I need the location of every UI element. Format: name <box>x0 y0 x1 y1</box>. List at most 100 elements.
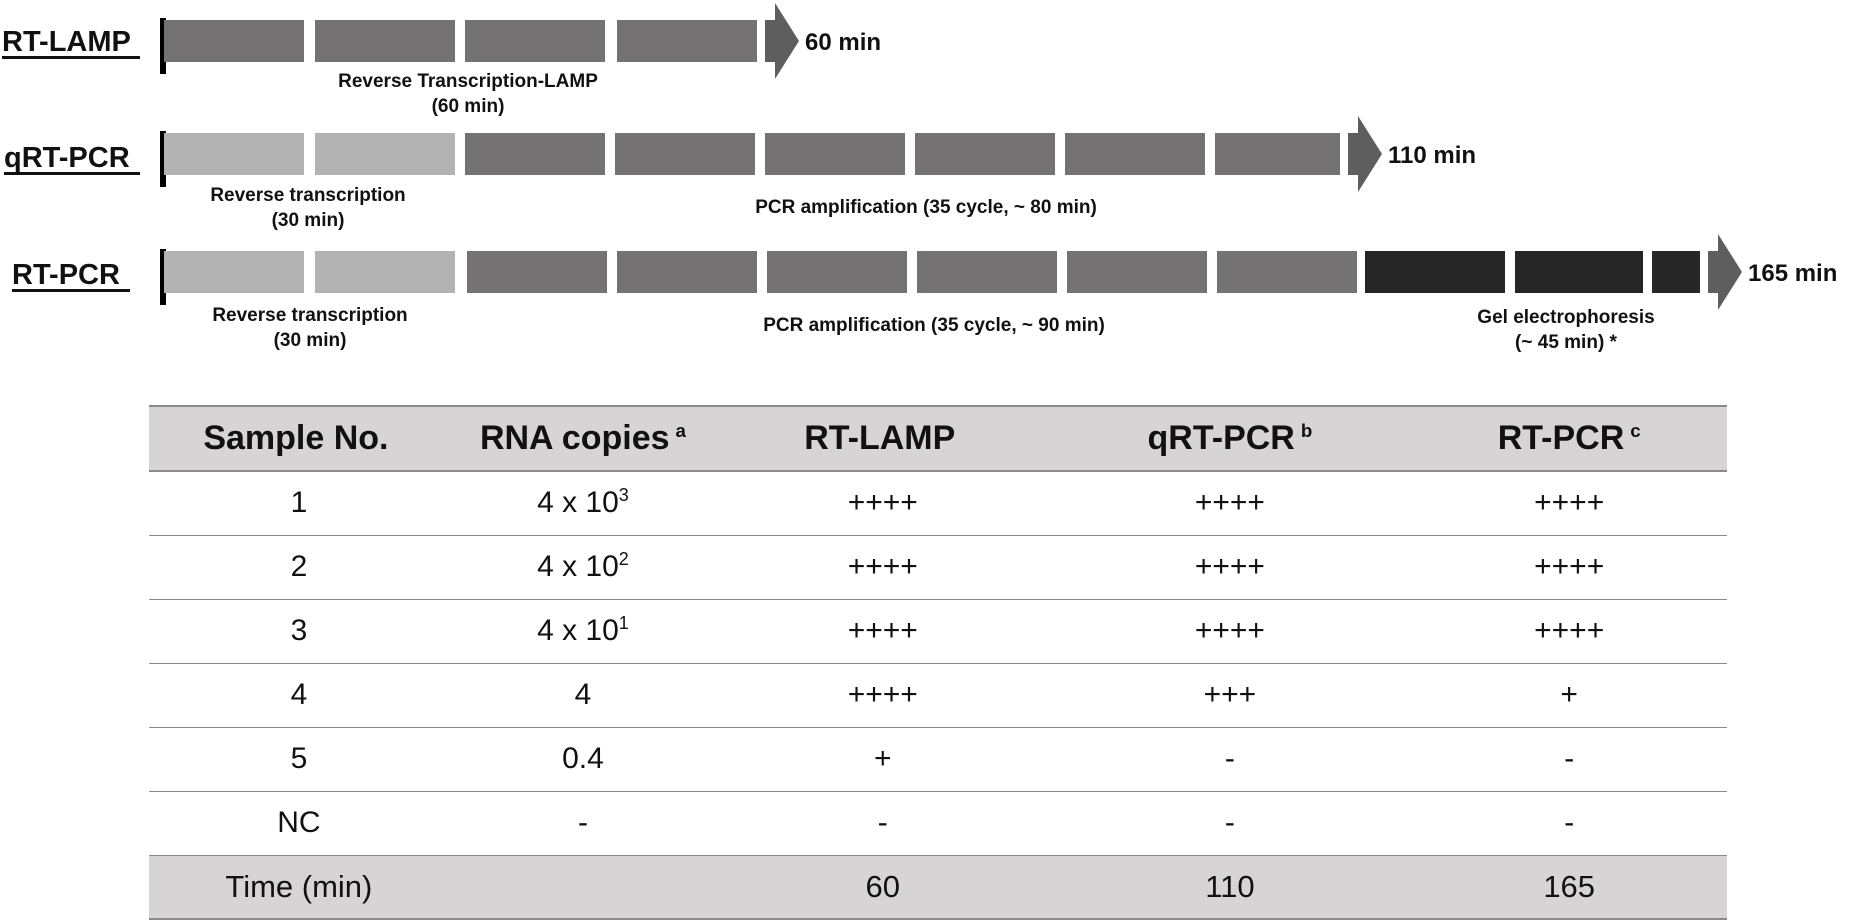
row-label: qRT-PCR <box>4 142 130 174</box>
timeline-segment <box>164 251 304 293</box>
footer-qrt-pcr-time: 110 <box>1205 868 1255 904</box>
timeline-segment <box>615 133 755 175</box>
timeline-segment <box>315 251 455 293</box>
cell-rna-copies: 4 x 103 <box>537 485 629 520</box>
step-caption: Reverse transcription <box>212 305 407 326</box>
timeline-segment <box>1515 251 1643 293</box>
step-duration: (~ 45 min) * <box>1515 332 1617 353</box>
cell-rt-lamp: ++++ <box>847 486 918 520</box>
cell-qrt-pcr: +++ <box>1203 678 1257 711</box>
start-marker <box>160 18 166 74</box>
step-caption: PCR amplification (35 cycle, ~ 90 min) <box>763 315 1105 336</box>
timeline-segment <box>164 133 304 175</box>
timeline-segment <box>465 133 605 175</box>
cell-rt-lamp: + <box>873 742 892 775</box>
timeline-segment <box>467 251 607 293</box>
start-marker <box>160 249 166 305</box>
arrow-head <box>1348 116 1382 192</box>
step-duration: (60 min) <box>432 96 505 117</box>
timeline-segment <box>164 20 304 62</box>
cell-sample: 5 <box>290 742 308 775</box>
cell-sample: 1 <box>290 486 308 520</box>
row-label-underline <box>2 56 140 59</box>
arrow-head <box>765 3 799 79</box>
timeline-segment <box>915 133 1055 175</box>
cell-rt-pcr: + <box>1560 678 1578 711</box>
timeline-segment <box>315 20 455 62</box>
total-time-label: 165 min <box>1748 260 1837 287</box>
cell-rt-pcr: ++++ <box>1534 614 1605 647</box>
timeline-segment <box>1217 251 1357 293</box>
cell-sample: 2 <box>290 550 308 583</box>
cell-rna-copies: 4 <box>574 678 592 711</box>
footer-time-label: Time (min) <box>225 868 373 904</box>
timeline-segment <box>617 251 757 293</box>
row-label-underline <box>4 172 140 175</box>
footer-rna <box>449 855 717 919</box>
cell-qrt-pcr: - <box>1224 806 1235 839</box>
row-label: RT-PCR <box>12 259 120 291</box>
timeline-segment <box>1215 133 1340 175</box>
cell-sample: NC <box>277 806 321 839</box>
footer-rt-lamp-time: 60 <box>865 868 900 904</box>
cell-qrt-pcr: ++++ <box>1194 614 1265 647</box>
cell-rna-copies: 4 x 101 <box>537 613 629 647</box>
cell-rt-lamp: - <box>877 806 888 839</box>
cell-qrt-pcr: ++++ <box>1194 550 1265 583</box>
step-caption: PCR amplification (35 cycle, ~ 80 min) <box>755 197 1097 218</box>
cell-qrt-pcr: ++++ <box>1194 486 1265 520</box>
cell-rt-lamp: ++++ <box>847 614 918 647</box>
step-caption: Reverse transcription <box>210 185 405 206</box>
step-duration: (30 min) <box>272 210 345 231</box>
timeline-segment <box>1065 133 1205 175</box>
table-row: 5 0.4 + - - <box>149 727 1727 791</box>
timeline-segment <box>765 133 905 175</box>
footer-rt-pcr-time: 165 <box>1543 868 1596 904</box>
arrow-head <box>1708 234 1742 310</box>
table-row: 3 4 x 101 ++++ ++++ ++++ <box>149 599 1727 663</box>
timeline-segment <box>917 251 1057 293</box>
cell-rna-copies: 4 x 102 <box>537 549 629 583</box>
cell-rt-lamp: ++++ <box>847 550 918 583</box>
timeline-segment <box>1067 251 1207 293</box>
row-label: RT-LAMP <box>2 26 131 58</box>
timeline-segment <box>1365 251 1505 293</box>
table-row: 2 4 x 102 ++++ ++++ ++++ <box>149 535 1727 599</box>
step-caption: Gel electrophoresis <box>1477 307 1654 328</box>
timeline-segment <box>315 133 455 175</box>
cell-qrt-pcr: - <box>1224 742 1235 775</box>
cell-sample: 3 <box>290 614 308 647</box>
timeline-segment <box>1652 251 1700 293</box>
start-marker <box>160 131 166 187</box>
timeline-segment <box>465 20 605 62</box>
table-row: NC - - - - <box>149 791 1727 855</box>
cell-rna-copies: 0.4 <box>562 742 604 775</box>
step-caption: Reverse Transcription-LAMP <box>338 71 598 92</box>
timeline-segment <box>767 251 907 293</box>
table-row: 1 4 x 103 ++++ ++++ ++++ <box>149 471 1727 535</box>
header-rt-lamp: RT-LAMP <box>804 419 956 457</box>
header-sample-no: Sample No. <box>203 419 389 457</box>
total-time-label: 110 min <box>1388 142 1476 169</box>
cell-rt-pcr: ++++ <box>1534 486 1605 520</box>
cell-rt-lamp: ++++ <box>847 678 918 711</box>
table-row: 4 4 ++++ +++ + <box>149 663 1727 727</box>
cell-rt-pcr: - <box>1564 806 1575 839</box>
step-duration: (30 min) <box>274 330 347 351</box>
cell-sample: 4 <box>290 678 308 711</box>
table-footer-row: Time (min) 60 110 165 <box>149 855 1727 919</box>
cell-rt-pcr: ++++ <box>1534 550 1605 583</box>
timeline-segment <box>617 20 757 62</box>
cell-rna-copies: - <box>577 806 588 839</box>
row-label-underline <box>12 289 130 292</box>
total-time-label: 60 min <box>805 29 881 56</box>
